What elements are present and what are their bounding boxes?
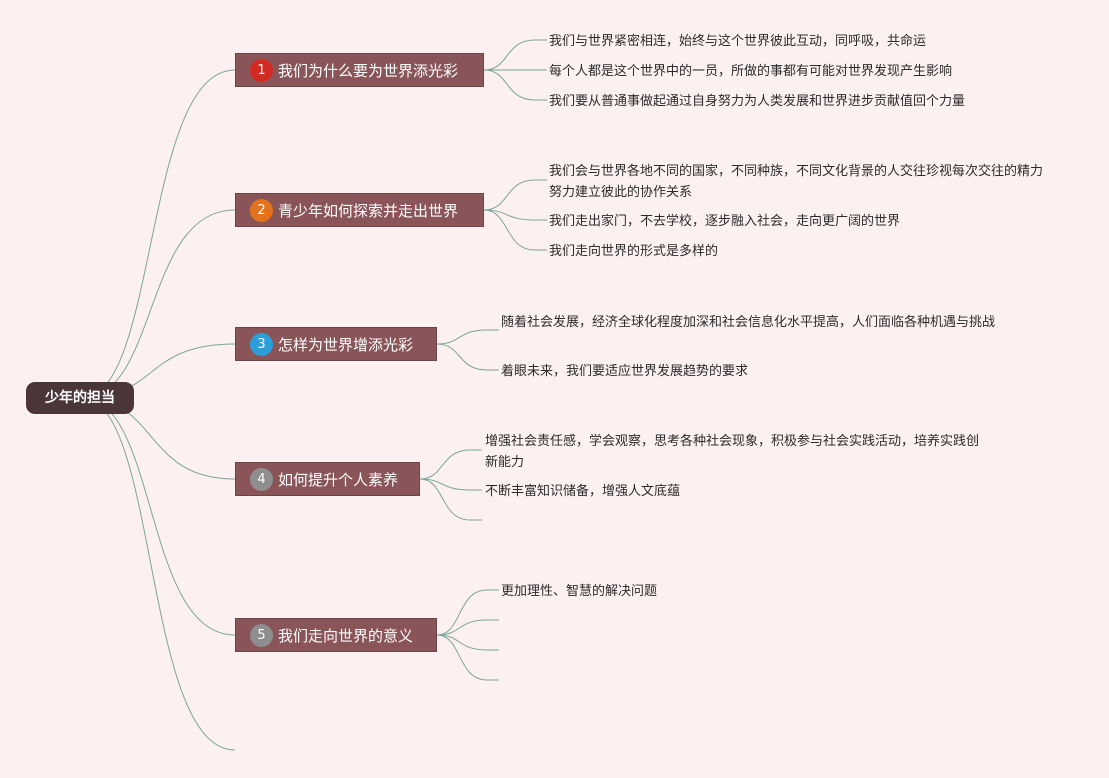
leaf-item[interactable]: 不断丰富知识储备，增强人文底蕴 (485, 484, 681, 499)
topic-node-4[interactable]: 4 如何提升个人素养 (235, 462, 420, 496)
leaf-item[interactable]: 我们走出家门，不去学校，逐步融入社会，走向更广阔的世界 (549, 214, 901, 229)
connector-line (436, 589, 488, 636)
topic-node-1[interactable]: 1 我们为什么要为世界添光彩 (235, 53, 484, 87)
connector-line (419, 478, 471, 521)
leaf-item[interactable]: 每个人都是这个世界中的一员，所做的事都有可能对世界发现产生影响 (549, 64, 953, 79)
topic-label: 我们走向世界的意义 (278, 626, 414, 645)
connector-line (436, 634, 488, 681)
connector-line (436, 634, 488, 651)
number-badge-icon: 3 (250, 332, 273, 356)
connector-line (483, 69, 536, 101)
leaf-item[interactable]: 着眼未来，我们要适应世界发展趋势的要求 (501, 364, 749, 379)
leaf-item[interactable]: 我们走向世界的形式是多样的 (549, 244, 719, 259)
connector-line (81, 397, 236, 636)
connector-line (81, 69, 236, 399)
connector-line (81, 209, 236, 399)
number-badge-icon: 5 (250, 623, 273, 647)
topic-label: 怎样为世界增添光彩 (278, 335, 414, 354)
number-badge-icon: 1 (250, 58, 273, 82)
leaf-item[interactable]: 增强社会责任感，学会观察，思考各种社会现象，积极参与社会实践活动，培养实践创新能… (485, 434, 980, 470)
connector-line (436, 329, 488, 345)
connector-line (436, 619, 488, 636)
connector-line (436, 343, 488, 371)
leaf-item[interactable]: 我们要从普通事做起通过自身努力为人类发展和世界进步贡献值回个力量 (549, 94, 966, 109)
topic-label: 如何提升个人素养 (278, 470, 399, 489)
leaf-item[interactable]: 我们会与世界各地不同的国家，不同种族，不同文化背景的人交往珍视每次交往的精力努力… (549, 164, 1044, 200)
connector-line (81, 397, 236, 751)
connector-line (483, 209, 536, 251)
leaf-item[interactable]: 更加理性、智慧的解决问题 (501, 584, 658, 599)
topic-label: 我们为什么要为世界添光彩 (278, 61, 459, 80)
topic-node-2[interactable]: 2 青少年如何探索并走出世界 (235, 193, 484, 227)
topic-node-3[interactable]: 3 怎样为世界增添光彩 (235, 327, 437, 361)
topic-label: 青少年如何探索并走出世界 (278, 201, 459, 220)
connector-line (419, 478, 471, 491)
number-badge-icon: 4 (250, 467, 273, 491)
topic-node-5[interactable]: 5 我们走向世界的意义 (235, 618, 437, 652)
leaf-item[interactable]: 我们与世界紧密相连，始终与这个世界彼此互动，同呼吸，共命运 (549, 34, 927, 49)
root-node[interactable]: 少年的担当 (26, 382, 134, 414)
connector-line (483, 179, 536, 211)
connector-line (483, 209, 536, 221)
number-badge-icon: 2 (250, 198, 273, 222)
leaf-item[interactable]: 随着社会发展，经济全球化程度加深和社会信息化水平提高，人们面临各种机遇与挑战 (501, 315, 996, 330)
connector-line (483, 39, 536, 71)
connector-line (419, 449, 471, 480)
root-label: 少年的担当 (45, 390, 115, 406)
